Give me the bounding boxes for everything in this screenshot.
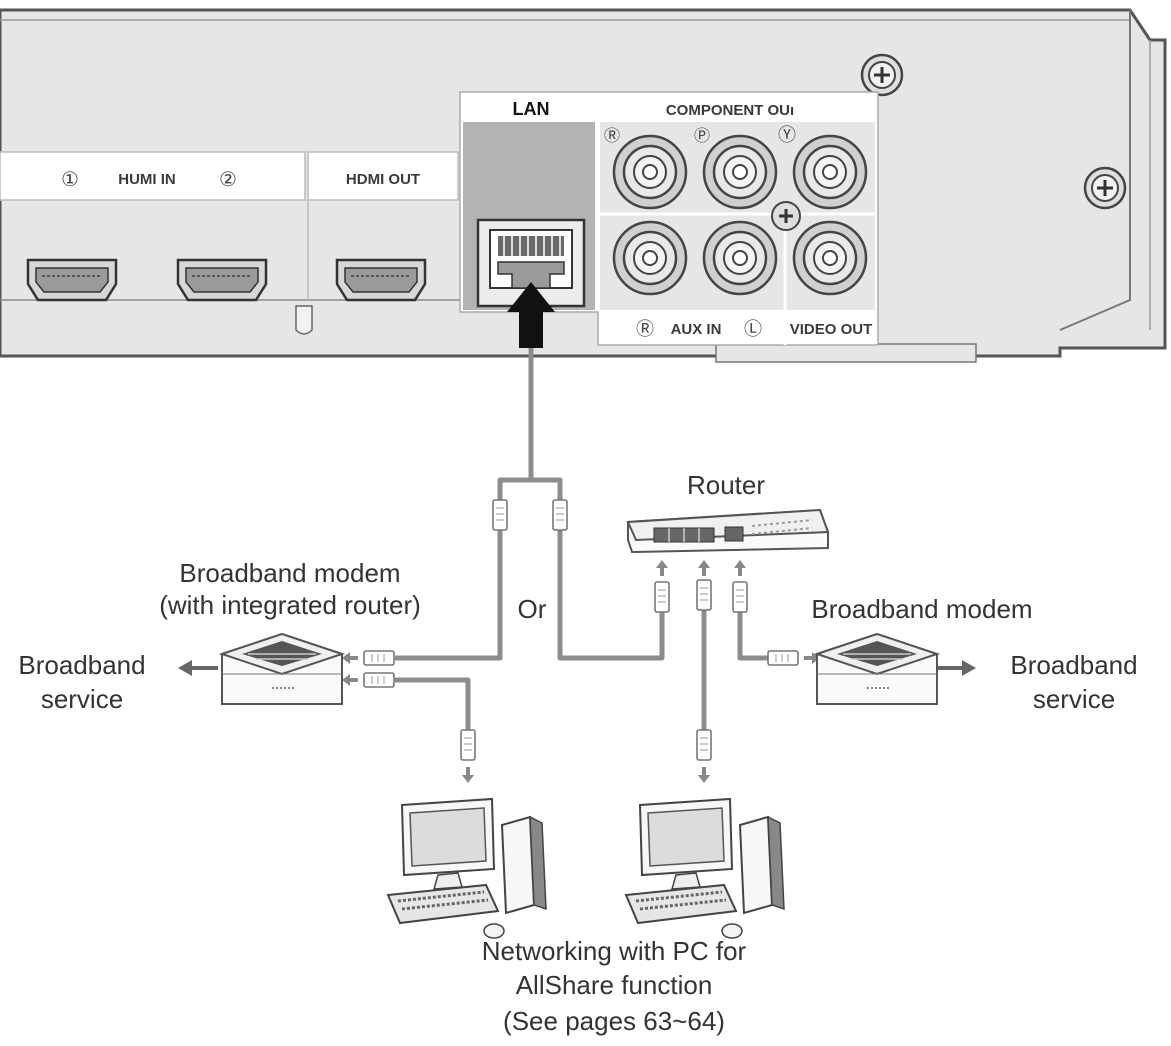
direction-arrow-icon (698, 767, 710, 783)
screw-icon (771, 201, 801, 231)
router-label: Router (687, 470, 765, 500)
aux-in-label: AUX IN (671, 321, 722, 338)
component-out-jack-r[interactable] (612, 134, 688, 210)
connection-arrow-icon (507, 282, 555, 348)
direction-arrow-icon (698, 560, 710, 576)
aux-r-symbol: Ⓡ (636, 319, 654, 340)
component-out-label: COMPONENT OUı (666, 102, 794, 119)
video-out-label: VIDEO OUT (790, 321, 873, 338)
hdmi-in-number-2: ② (219, 167, 237, 191)
lan-plug-icon (732, 581, 748, 613)
latch-icon (295, 305, 313, 335)
service-left-line1: Broadband (18, 650, 145, 680)
modem-label: Broadband modem (811, 594, 1032, 624)
component-r-symbol: Ⓡ (604, 126, 620, 145)
service-left-line2: service (41, 684, 123, 714)
router-icon (626, 508, 830, 554)
lan-plug-icon (460, 729, 476, 761)
hdmi-in-port-1[interactable] (26, 258, 118, 302)
hdmi-in-number-1: ① (61, 167, 79, 191)
pc-icon (624, 797, 786, 940)
lan-plug-icon (363, 672, 395, 688)
broadband-modem-integrated-router-icon (221, 633, 343, 705)
lan-plug-icon (552, 499, 568, 531)
broadband-modem-icon (816, 633, 938, 705)
direction-arrow-icon (734, 560, 746, 576)
caption-line1: Networking with PC for (482, 936, 747, 966)
lan-plug-icon (767, 650, 799, 666)
component-p-symbol: Ⓟ (694, 126, 710, 145)
aux-in-jack-r[interactable] (612, 220, 688, 296)
hdmi-in-label: HUMI IN (118, 171, 176, 188)
lan-plug-icon (696, 729, 712, 761)
modem-integrated-label-line2: (with integrated router) (159, 590, 421, 620)
component-y-symbol: Ⓨ (778, 125, 796, 146)
hdmi-out-port[interactable] (335, 258, 427, 302)
lan-plug-icon (363, 650, 395, 666)
pc-icon (386, 797, 548, 940)
lan-plug-icon (696, 579, 712, 611)
service-right-line1: Broadband (1010, 650, 1137, 680)
component-out-jack-y[interactable] (792, 134, 868, 210)
direction-arrow-icon (462, 767, 474, 783)
video-out-jack[interactable] (792, 220, 868, 296)
direction-arrow-icon (656, 560, 668, 576)
modem-integrated-label-line1: Broadband modem (179, 558, 400, 588)
lan-plug-icon (492, 499, 508, 531)
lan-plug-icon (654, 581, 670, 613)
caption-line2: AllShare function (516, 970, 713, 1000)
service-right-line2: service (1033, 684, 1115, 714)
component-out-jack-p[interactable] (702, 134, 778, 210)
hdmi-out-label: HDMI OUT (346, 171, 420, 188)
network-cables (395, 345, 775, 742)
broadband-service-arrow-icon (178, 660, 218, 676)
screw-icon (860, 53, 904, 97)
hdmi-in-port-2[interactable] (176, 258, 268, 302)
broadband-service-arrow-icon (935, 660, 976, 676)
rear-panel: ① HUMI IN ② HDMI OUT LAN (0, 8, 1167, 363)
caption-line3: (See pages 63~64) (503, 1006, 725, 1036)
direction-arrow-icon (342, 674, 358, 686)
screw-icon (1083, 166, 1127, 210)
or-label: Or (518, 594, 547, 624)
aux-in-jack-l[interactable] (702, 220, 778, 296)
lan-label: LAN (513, 99, 550, 119)
aux-l-symbol: Ⓛ (744, 319, 762, 340)
